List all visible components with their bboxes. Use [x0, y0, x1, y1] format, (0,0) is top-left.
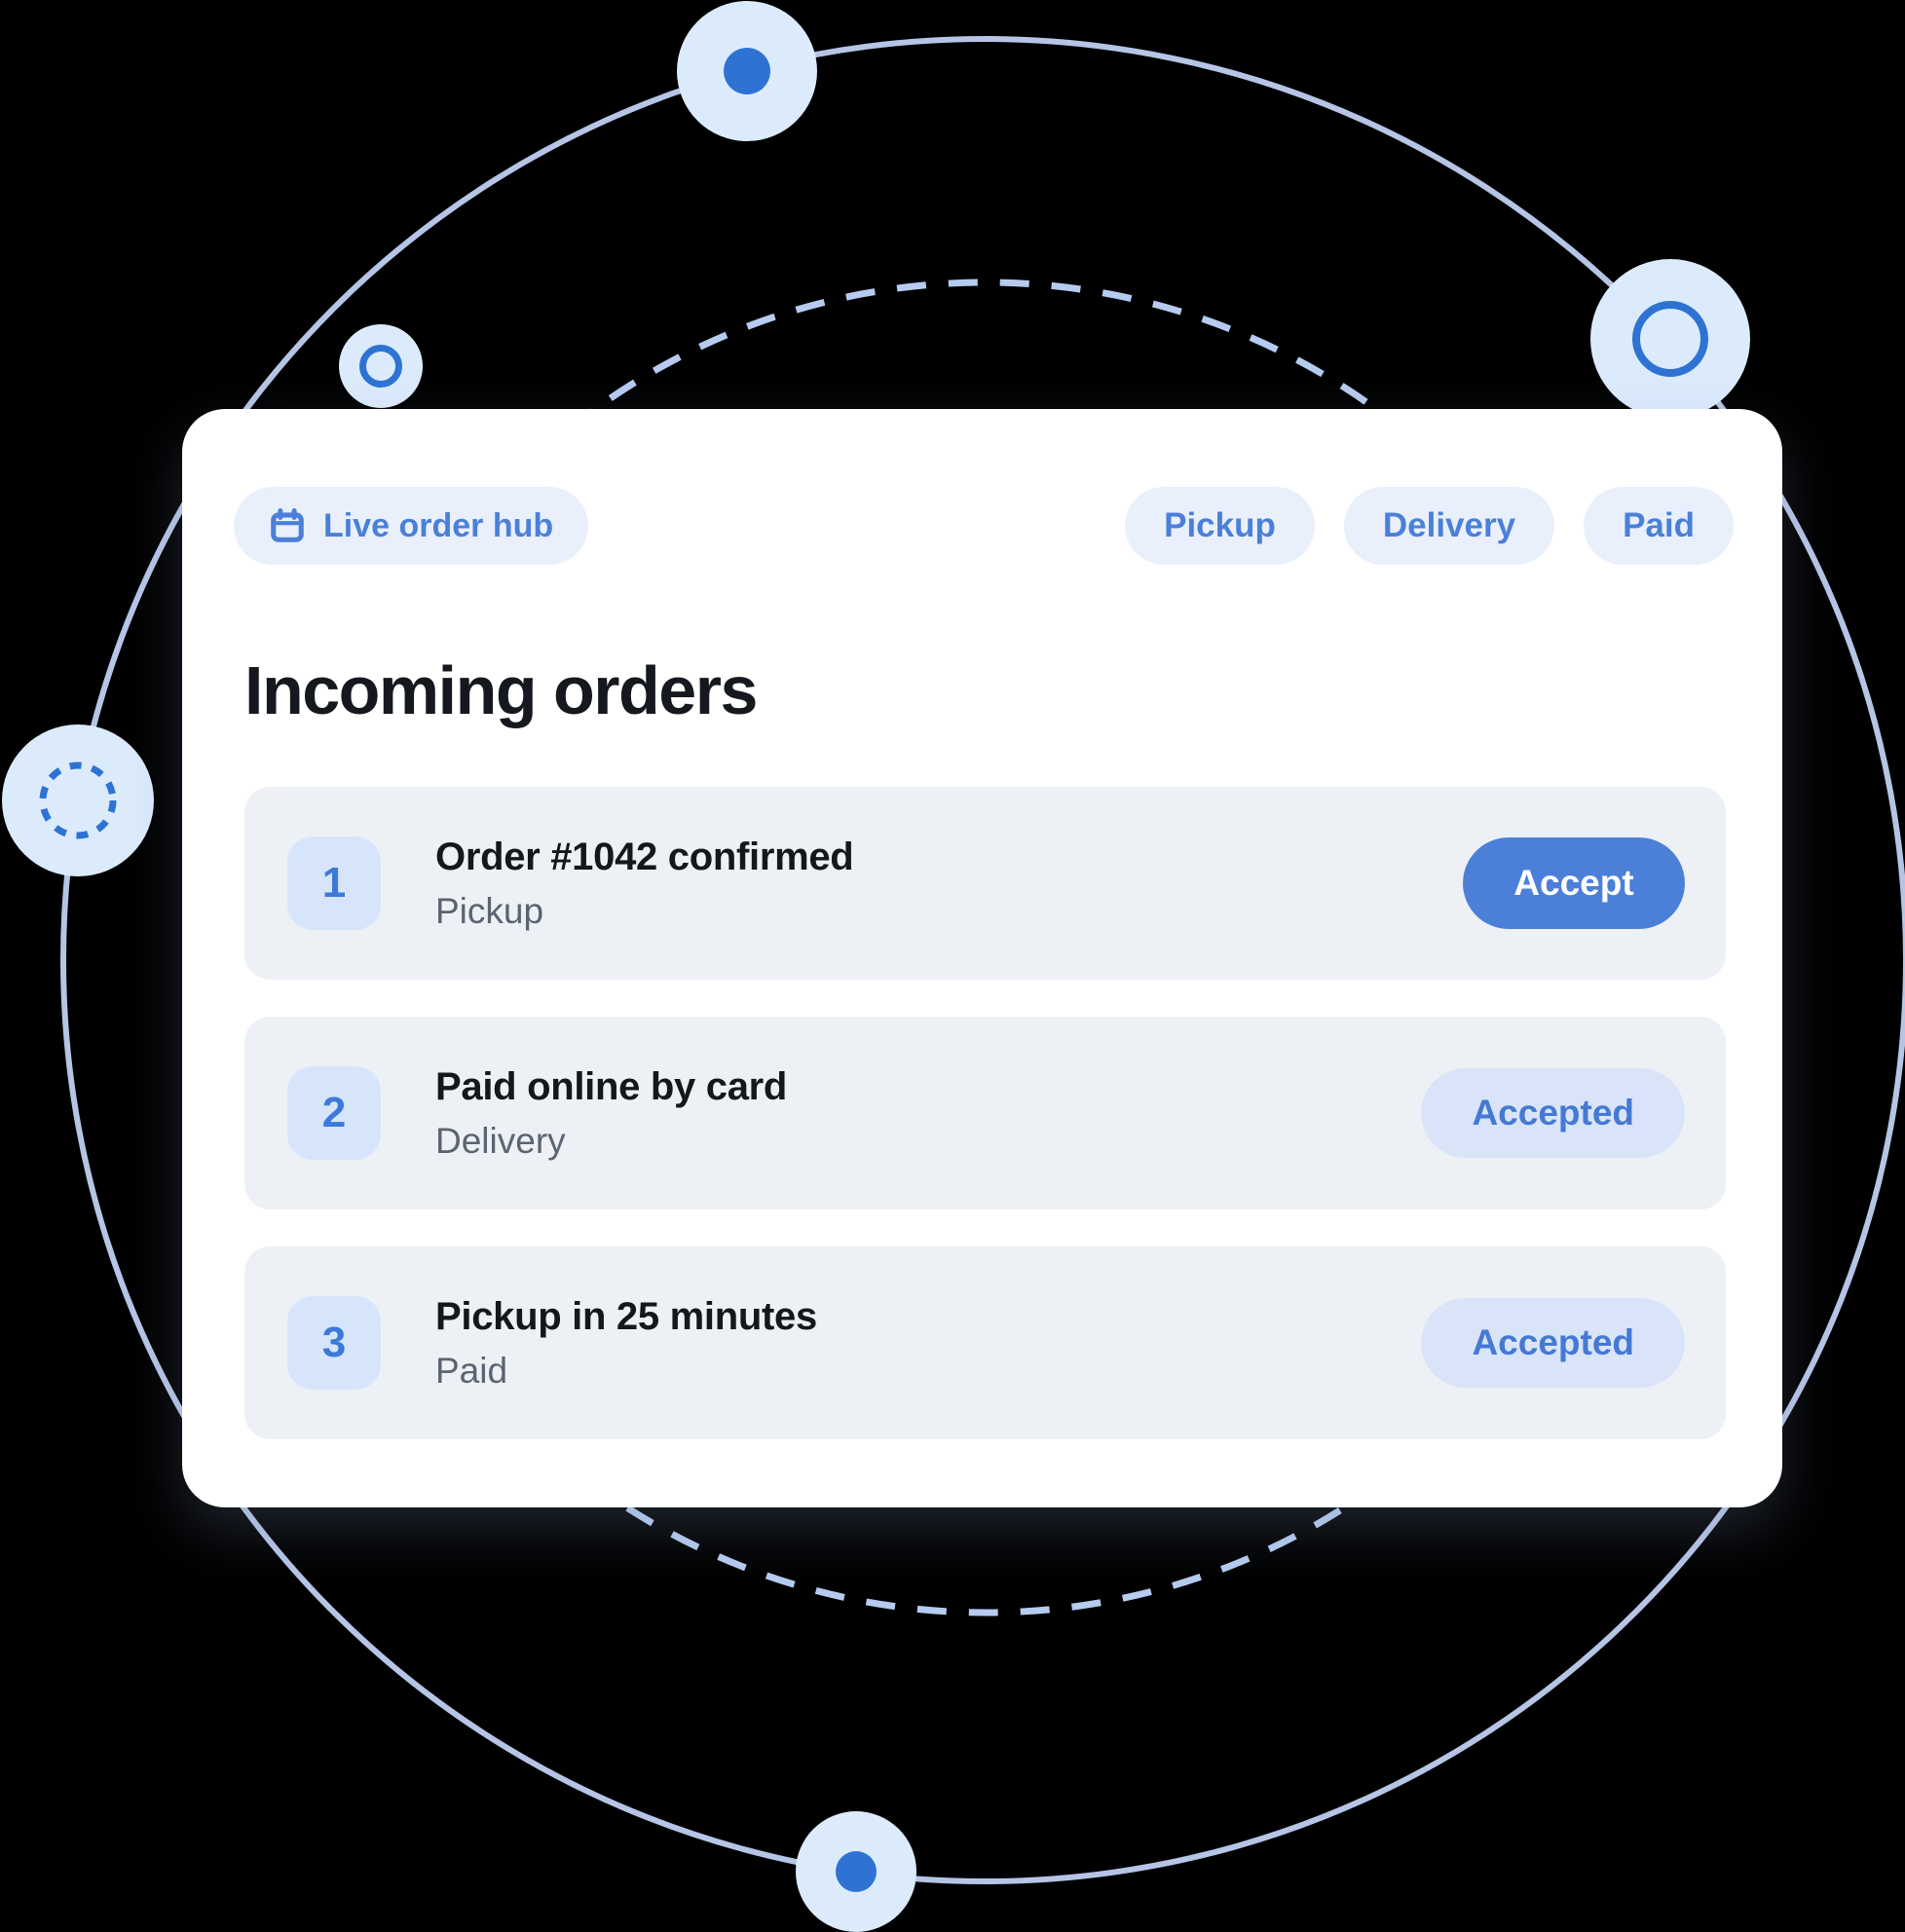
filter-pills: Pickup Delivery Paid [1125, 487, 1734, 565]
ring-icon [1632, 301, 1708, 377]
orbit-node-left-small [339, 324, 423, 408]
order-text: Order #1042 confirmed Pickup [435, 835, 854, 932]
filled-dot-icon [724, 48, 770, 94]
filter-label: Pickup [1164, 506, 1276, 544]
filter-delivery[interactable]: Delivery [1343, 487, 1555, 565]
order-number-badge: 2 [287, 1066, 381, 1160]
filter-pickup[interactable]: Pickup [1125, 487, 1315, 565]
calendar-icon [271, 507, 304, 542]
order-subtitle: Paid [435, 1350, 508, 1391]
accept-button[interactable]: Accept [1463, 837, 1685, 929]
dashed-ring-icon [39, 762, 117, 839]
order-title: Order #1042 confirmed [435, 835, 854, 878]
hub-badge-label: Live order hub [323, 506, 554, 544]
order-text: Pickup in 25 minutes Paid [435, 1295, 817, 1392]
orbit-node-top [677, 1, 817, 141]
card-header: Live order hub Pickup Delivery Paid [234, 487, 1734, 565]
order-text: Paid online by card Delivery [435, 1065, 787, 1162]
order-subtitle: Delivery [435, 1120, 566, 1161]
filter-label: Paid [1623, 506, 1695, 544]
order-subtitle: Pickup [435, 890, 544, 931]
order-number-badge: 1 [287, 836, 381, 930]
live-order-hub-badge: Live order hub [234, 487, 589, 565]
order-title: Pickup in 25 minutes [435, 1294, 817, 1338]
outer-orbit-circle [60, 36, 1905, 1884]
accepted-status-chip: Accepted [1421, 1068, 1685, 1158]
live-order-hub-card: Live order hub Pickup Delivery Paid Inco… [182, 409, 1782, 1507]
order-list: 1 Order #1042 confirmed Pickup Accept 2 … [244, 787, 1726, 1476]
order-title: Paid online by card [435, 1064, 788, 1108]
order-row-3: 3 Pickup in 25 minutes Paid Accepted [244, 1246, 1726, 1439]
filled-dot-icon [836, 1851, 877, 1892]
filter-paid[interactable]: Paid [1584, 487, 1734, 565]
order-number-badge: 3 [287, 1296, 381, 1390]
page-title: Incoming orders [244, 652, 758, 728]
ring-icon [359, 345, 402, 388]
orbit-node-bottom [796, 1811, 916, 1932]
accepted-status-chip: Accepted [1421, 1298, 1685, 1388]
orbit-node-left-middle [2, 724, 154, 876]
order-row-2: 2 Paid online by card Delivery Accepted [244, 1017, 1726, 1209]
filter-label: Delivery [1382, 506, 1516, 544]
order-row-1: 1 Order #1042 confirmed Pickup Accept [244, 787, 1726, 980]
orbit-node-top-right [1590, 259, 1750, 419]
